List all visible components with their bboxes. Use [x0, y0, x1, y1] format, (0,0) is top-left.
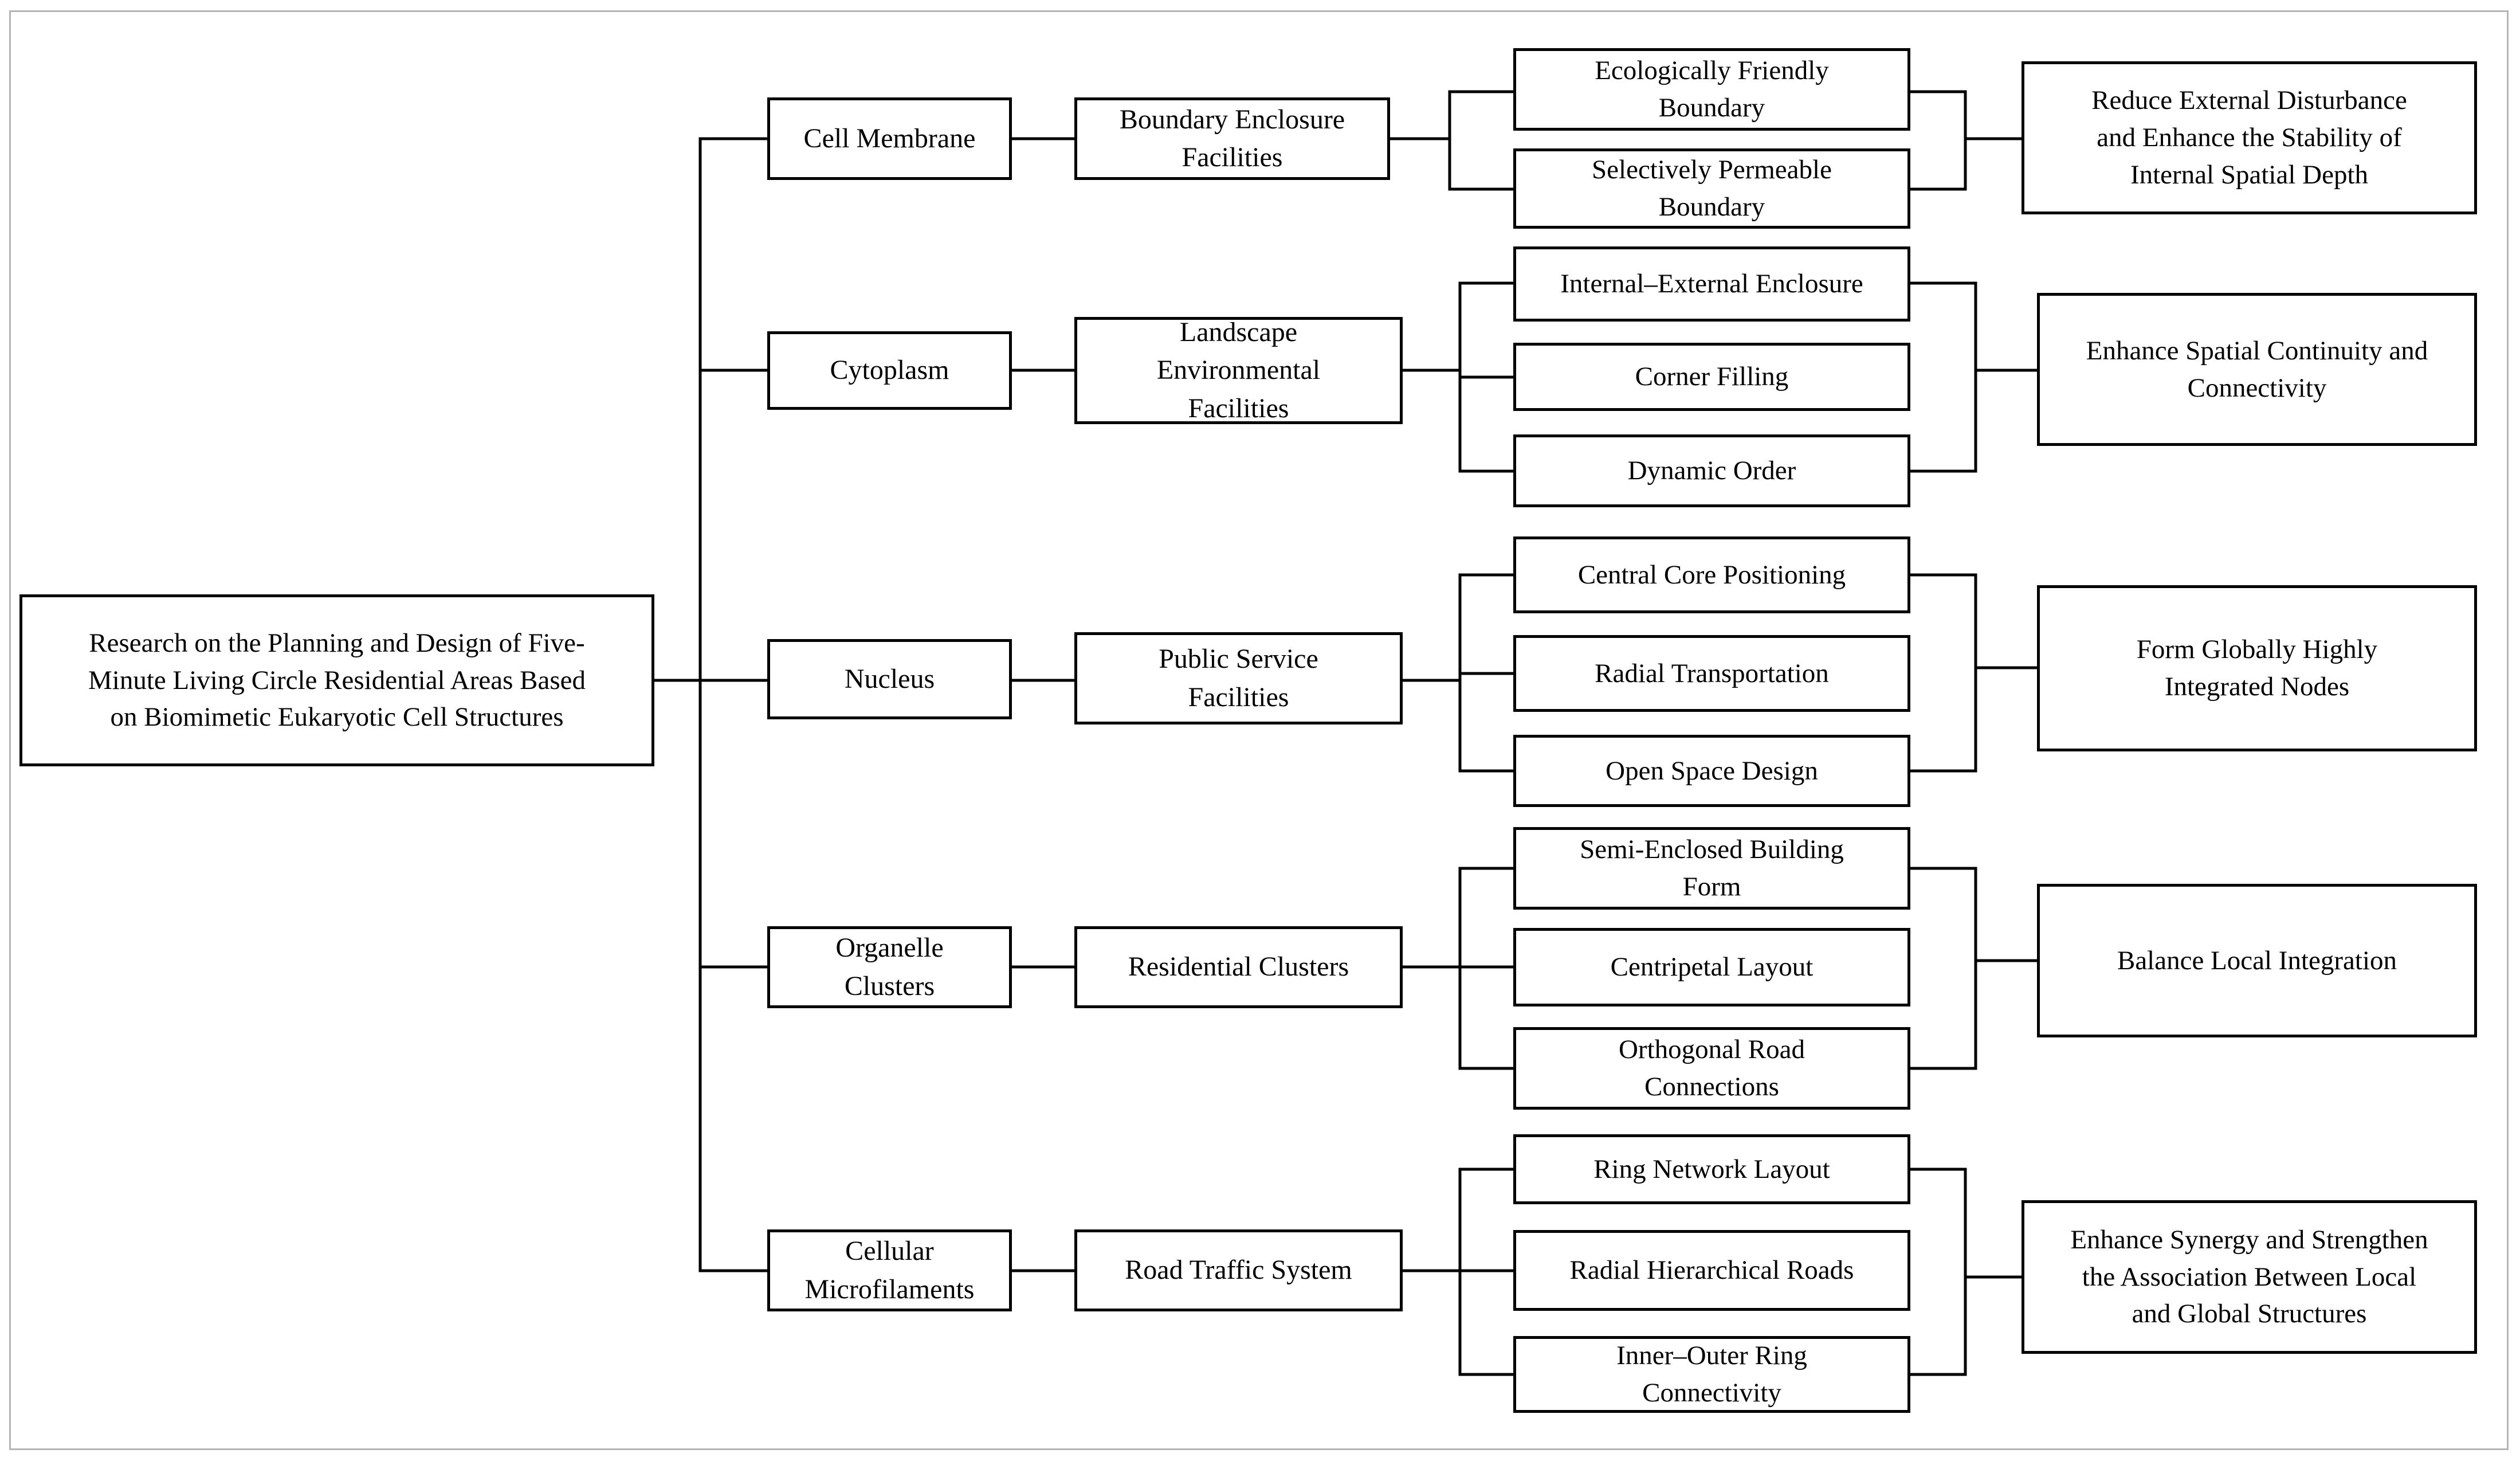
strategy-box-ring-network-layout: Ring Network Layout — [1513, 1134, 1910, 1204]
outcome-box-enhance-synergy: Enhance Synergy and Strengthen the Assoc… — [2022, 1200, 2477, 1354]
strategy-box-selectively-permeable: Selectively Permeable Boundary — [1513, 148, 1910, 229]
component-box-cytoplasm: Cytoplasm — [767, 331, 1012, 410]
component-label: Nucleus — [844, 663, 935, 694]
strategy-label: Central Core Positioning — [1577, 559, 1846, 590]
component-box-nucleus: Nucleus — [767, 639, 1012, 719]
facility-label: Residential Clusters — [1128, 951, 1349, 982]
outcome-label: Enhance Spatial Continuity and — [2086, 335, 2428, 366]
outcome-label: Balance Local Integration — [2117, 945, 2397, 976]
strategy-label: Connections — [1644, 1072, 1779, 1102]
outcome-label: Enhance Synergy and Strengthen — [2070, 1224, 2428, 1255]
strategy-label: Boundary — [1658, 93, 1765, 123]
root-box: Research on the Planning and Design of F… — [19, 594, 654, 766]
strategy-label: Form — [1682, 872, 1741, 902]
strategy-label: Radial Hierarchical Roads — [1569, 1255, 1854, 1286]
strategy-box-radial-transportation: Radial Transportation — [1513, 635, 1910, 712]
outcome-label: Integrated Nodes — [2164, 672, 2350, 702]
component-box-cellular-microfilaments: Cellular Microfilaments — [767, 1229, 1012, 1311]
component-label: Cellular — [845, 1236, 934, 1267]
component-label: Microfilaments — [804, 1274, 975, 1305]
strategy-label: Inner–Outer Ring — [1616, 1341, 1807, 1371]
facility-label: Boundary Enclosure — [1119, 104, 1345, 135]
strategy-box-dynamic-order: Dynamic Order — [1513, 434, 1910, 507]
facility-label: Facilities — [1188, 393, 1289, 424]
facility-label: Environmental — [1156, 355, 1321, 386]
component-label: Cytoplasm — [830, 355, 949, 386]
strategy-label: Internal–External Enclosure — [1560, 269, 1863, 299]
component-label: Clusters — [844, 970, 935, 1001]
strategy-box-open-space-design: Open Space Design — [1513, 735, 1910, 807]
facility-box-boundary-enclosure: Boundary Enclosure Facilities — [1074, 97, 1390, 180]
strategy-box-radial-hierarchical-roads: Radial Hierarchical Roads — [1513, 1230, 1910, 1311]
facility-box-road-traffic-system: Road Traffic System — [1074, 1229, 1403, 1311]
facility-label: Road Traffic System — [1125, 1255, 1352, 1286]
strategy-box-semi-enclosed-building: Semi-Enclosed Building Form — [1513, 827, 1910, 910]
strategy-label: Semi-Enclosed Building — [1580, 835, 1844, 865]
outcome-box-integrated-nodes: Form Globally Highly Integrated Nodes — [2037, 585, 2477, 751]
strategy-label: Boundary — [1658, 192, 1765, 222]
strategy-box-inner-outer-ring: Inner–Outer Ring Connectivity — [1513, 1336, 1910, 1413]
strategy-label: Ecologically Friendly — [1595, 56, 1829, 86]
facility-label: Landscape — [1179, 317, 1298, 348]
strategy-label: Connectivity — [1642, 1378, 1781, 1408]
strategy-label: Ring Network Layout — [1593, 1154, 1830, 1184]
strategy-box-orthogonal-road-connections: Orthogonal Road Connections — [1513, 1027, 1910, 1110]
component-label: Cell Membrane — [803, 123, 976, 154]
outcome-label: Connectivity — [2187, 373, 2327, 403]
outcome-label: Internal Spatial Depth — [2130, 159, 2369, 190]
root-line-2: Minute Living Circle Residential Areas B… — [88, 665, 586, 695]
outcome-box-spatial-continuity: Enhance Spatial Continuity and Connectiv… — [2037, 293, 2477, 446]
component-label: Organelle — [835, 933, 944, 963]
root-line-3: on Biomimetic Eukaryotic Cell Structures — [110, 702, 564, 733]
root-line-1: Research on the Planning and Design of F… — [89, 628, 585, 658]
outcome-box-balance-local-integration: Balance Local Integration — [2037, 884, 2477, 1037]
facility-box-landscape-environmental: Landscape Environmental Facilities — [1074, 317, 1403, 424]
facility-label: Public Service — [1159, 644, 1318, 675]
strategy-box-central-core-positioning: Central Core Positioning — [1513, 536, 1910, 613]
strategy-box-corner-filling: Corner Filling — [1513, 343, 1910, 411]
strategy-label: Open Space Design — [1606, 755, 1818, 786]
strategy-label: Corner Filling — [1635, 362, 1789, 392]
facility-box-public-service: Public Service Facilities — [1074, 632, 1403, 724]
outcome-label: Reduce External Disturbance — [2091, 85, 2407, 116]
strategy-box-centripetal-layout: Centripetal Layout — [1513, 928, 1910, 1006]
outcome-label: Form Globally Highly — [2136, 634, 2378, 665]
outcome-label: the Association Between Local — [2082, 1262, 2417, 1292]
strategy-box-internal-external-enclosure: Internal–External Enclosure — [1513, 246, 1910, 322]
strategy-box-ecologically-friendly: Ecologically Friendly Boundary — [1513, 48, 1910, 131]
strategy-label: Selectively Permeable — [1592, 155, 1832, 185]
facility-box-residential-clusters: Residential Clusters — [1074, 926, 1403, 1008]
strategy-label: Dynamic Order — [1627, 456, 1796, 486]
component-box-organelle-clusters: Organelle Clusters — [767, 926, 1012, 1008]
strategy-label: Centripetal Layout — [1610, 952, 1814, 982]
component-box-cell-membrane: Cell Membrane — [767, 97, 1012, 180]
facility-label: Facilities — [1188, 681, 1289, 712]
outcome-label: and Enhance the Stability of — [2097, 123, 2402, 153]
strategy-label: Orthogonal Road — [1618, 1035, 1805, 1065]
strategy-label: Radial Transportation — [1595, 658, 1829, 688]
outcome-label: and Global Structures — [2132, 1299, 2367, 1329]
outcome-box-reduce-external-disturbance: Reduce External Disturbance and Enhance … — [2022, 61, 2477, 214]
facility-label: Facilities — [1182, 142, 1283, 173]
